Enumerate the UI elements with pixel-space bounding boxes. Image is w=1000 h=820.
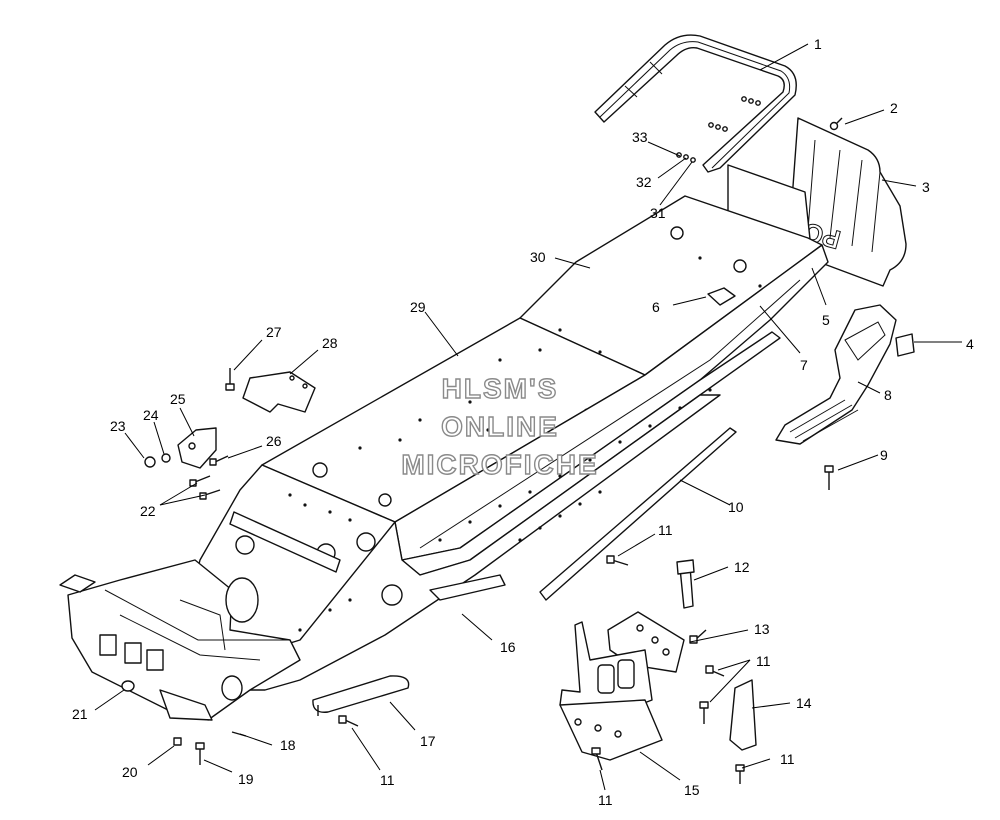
callout-9: 9 bbox=[880, 447, 888, 463]
callout-23: 23 bbox=[110, 418, 126, 434]
part-decal-4 bbox=[895, 333, 915, 357]
callout-5: 5 bbox=[822, 312, 830, 328]
callout-11-c: 11 bbox=[780, 751, 795, 767]
callout-26: 26 bbox=[266, 433, 282, 449]
part-strap bbox=[676, 559, 695, 609]
part-screw-2 bbox=[829, 117, 843, 131]
part-bracket-6 bbox=[707, 287, 736, 306]
part-bolt-9 bbox=[824, 465, 834, 490]
callout-labels: 1 2 3 4 5 6 7 8 9 10 11 11 11 11 11 12 1… bbox=[72, 36, 974, 808]
callout-13: 13 bbox=[754, 621, 770, 637]
callout-10: 10 bbox=[728, 499, 744, 515]
callout-3: 3 bbox=[922, 179, 930, 195]
watermark-line-2: ONLINE bbox=[441, 411, 559, 442]
callout-16: 16 bbox=[500, 639, 516, 655]
watermark-line-3: MICROFICHE bbox=[401, 449, 598, 480]
callout-6: 6 bbox=[652, 299, 660, 315]
callout-4: 4 bbox=[966, 336, 974, 352]
part-bracket-15 bbox=[559, 621, 663, 761]
part-running-board bbox=[775, 304, 897, 445]
callout-1: 1 bbox=[814, 36, 822, 52]
part-grab-bar bbox=[594, 34, 797, 173]
callout-21: 21 bbox=[72, 706, 88, 722]
callout-11-a: 11 bbox=[658, 522, 673, 538]
part-fasteners bbox=[173, 555, 745, 784]
part-nut-23-24 bbox=[144, 453, 171, 468]
callout-30: 30 bbox=[530, 249, 546, 265]
callout-7: 7 bbox=[800, 357, 808, 373]
callout-11-b: 11 bbox=[756, 653, 771, 669]
callout-31: 31 bbox=[650, 205, 666, 221]
callout-25: 25 bbox=[170, 391, 186, 407]
part-side-trim bbox=[539, 427, 737, 601]
callout-22: 22 bbox=[140, 503, 156, 519]
callout-29: 29 bbox=[410, 299, 426, 315]
part-plate-14 bbox=[729, 679, 757, 751]
callout-19: 19 bbox=[238, 771, 254, 787]
callout-2: 2 bbox=[890, 100, 898, 116]
callout-24: 24 bbox=[143, 407, 159, 423]
callout-17: 17 bbox=[420, 733, 436, 749]
callout-15: 15 bbox=[684, 782, 700, 798]
chassis-rivets bbox=[288, 256, 762, 632]
callout-27: 27 bbox=[266, 324, 282, 340]
part-trim-16 bbox=[429, 574, 506, 601]
callout-33: 33 bbox=[632, 129, 648, 145]
callout-14: 14 bbox=[796, 695, 812, 711]
callout-20: 20 bbox=[122, 764, 138, 780]
part-bolts-22-26 bbox=[189, 455, 229, 500]
callout-8: 8 bbox=[884, 387, 892, 403]
callout-32: 32 bbox=[636, 174, 652, 190]
callout-28: 28 bbox=[322, 335, 338, 351]
part-bracket-25 bbox=[177, 427, 217, 469]
part-tunnel-chassis bbox=[59, 195, 829, 721]
callout-18: 18 bbox=[280, 737, 296, 753]
callout-12: 12 bbox=[734, 559, 750, 575]
part-bracket-28 bbox=[242, 371, 316, 413]
callout-11-e: 11 bbox=[380, 772, 395, 788]
callout-11-d: 11 bbox=[598, 792, 613, 808]
leader-lines bbox=[94, 43, 962, 791]
part-cover-plate bbox=[312, 675, 410, 716]
part-rivets-31-33 bbox=[676, 96, 761, 163]
watermark: HLSM'S ONLINE MICROFICHE bbox=[401, 372, 598, 480]
part-bolt-27 bbox=[225, 368, 235, 391]
watermark-line-1: HLSM'S bbox=[442, 373, 559, 404]
